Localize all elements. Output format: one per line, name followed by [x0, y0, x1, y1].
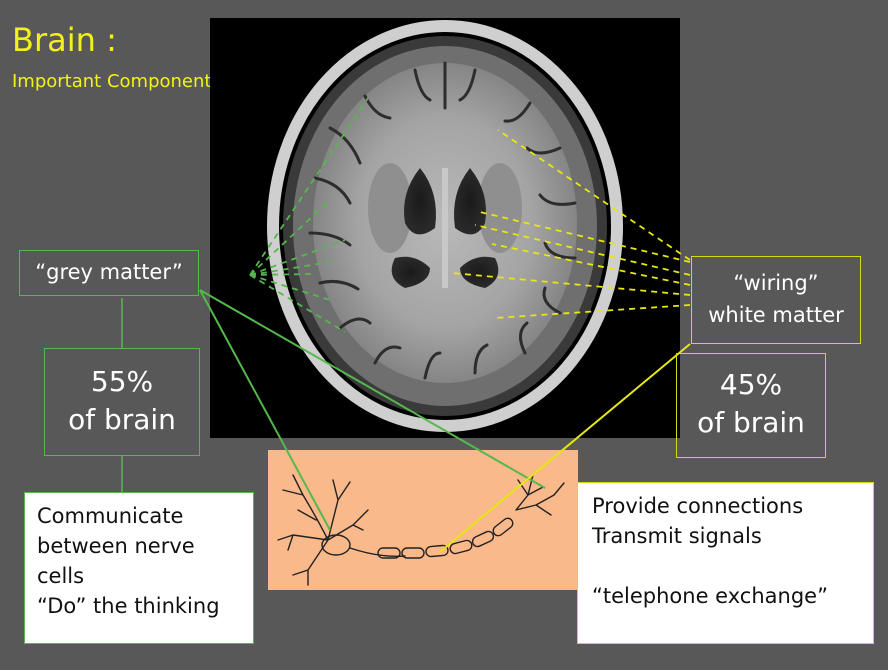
grey-desc-line: between nerve: [37, 531, 253, 561]
white-matter-description: Provide connections Transmit signals “te…: [577, 482, 874, 644]
grey-desc-line: cells: [37, 561, 253, 591]
brain-mri-image: [210, 18, 680, 438]
grey-matter-percentage: 55% of brain: [44, 348, 200, 456]
wiring-text: “wiring”: [692, 267, 860, 299]
slide-subtitle: Important Components: [12, 70, 221, 94]
grey-matter-percent-caption: of brain: [45, 401, 199, 439]
white-matter-percentage: 45% of brain: [676, 353, 826, 458]
grey-matter-description: Communicate between nerve cells “Do” the…: [24, 492, 254, 644]
grey-desc-line: “Do” the thinking: [37, 591, 253, 621]
neuron-illustration: [268, 450, 578, 590]
grey-desc-line: Communicate: [37, 501, 253, 531]
white-matter-label: “wiring” white matter: [691, 256, 861, 344]
white-desc-line: Transmit signals: [592, 521, 873, 551]
white-matter-percent-value: 45%: [677, 366, 825, 404]
slide-title: Brain :: [12, 20, 117, 60]
white-matter-text: white matter: [692, 299, 860, 331]
white-desc-line: Provide connections: [592, 491, 873, 521]
spacer: [592, 551, 873, 581]
grey-matter-label: “grey matter”: [19, 250, 199, 296]
grey-matter-percent-value: 55%: [45, 363, 199, 401]
white-matter-percent-caption: of brain: [677, 404, 825, 442]
white-matter-nickname: “telephone exchange”: [592, 581, 873, 611]
